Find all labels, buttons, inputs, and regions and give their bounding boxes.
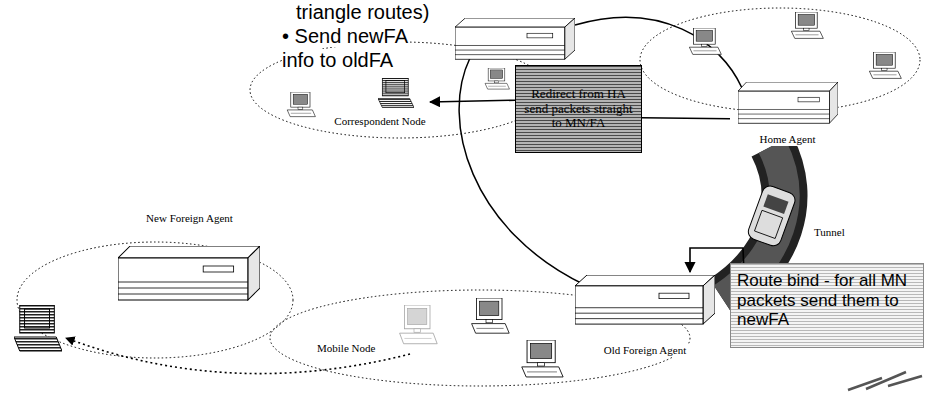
tunnel-car-window [763,194,788,214]
callout-box: Route bind - for all MN packets send the… [730,263,924,348]
tunnel-car [746,184,797,248]
computer-icon [287,92,315,117]
computer-icon [791,12,823,38]
computer-icon [689,28,721,54]
computer-icon [472,298,510,333]
movement-arrow [66,338,410,374]
bullet-text: triangle routes) [296,0,496,24]
home-agent: Home Agent [730,78,845,146]
correspondent-computer [378,78,414,107]
router-icon [118,246,260,300]
label-text: Tunnel [812,226,847,238]
logo [848,372,922,390]
mobile-node: Mobile Node [315,300,445,355]
node-text: Redirect from HA send packets straight t… [521,87,636,132]
node-text: Mobile Node [315,342,377,355]
correspondent-node: Correspondent Node [330,76,430,128]
bullet-text: • Send newFA info to oldFA [282,24,416,72]
connector-arrow [642,118,730,119]
computer-icon [869,52,901,78]
label-text: triangle routes) [296,1,429,23]
node-text: Old Foreign Agent [602,344,689,357]
label-text: • Send newFA info to oldFA [282,25,408,71]
foreign-agent: New Foreign Agent [112,212,267,312]
computer-icon [485,68,509,89]
foreign-agent: Old Foreign Agent [570,272,720,357]
tunnel-car-door [754,210,782,238]
computer-icon [522,340,563,377]
connector-arrow [430,100,515,102]
mobile-node-old-position [400,305,438,344]
router-icon [575,275,715,324]
node-text: Route bind - for all MN packets send the… [737,271,917,330]
mobile-node-new-position [14,305,62,351]
tunnel-label: Tunnel [812,222,892,240]
tunnel-car [746,184,797,248]
node-text: Correspondent Node [332,115,427,128]
router-icon [455,18,575,59]
node-text: Home Agent [758,133,818,146]
network-outline [17,242,293,358]
callout-box: Redirect from HA send packets straight t… [515,65,642,153]
router-icon [738,82,838,123]
node-text: New Foreign Agent [144,212,235,225]
